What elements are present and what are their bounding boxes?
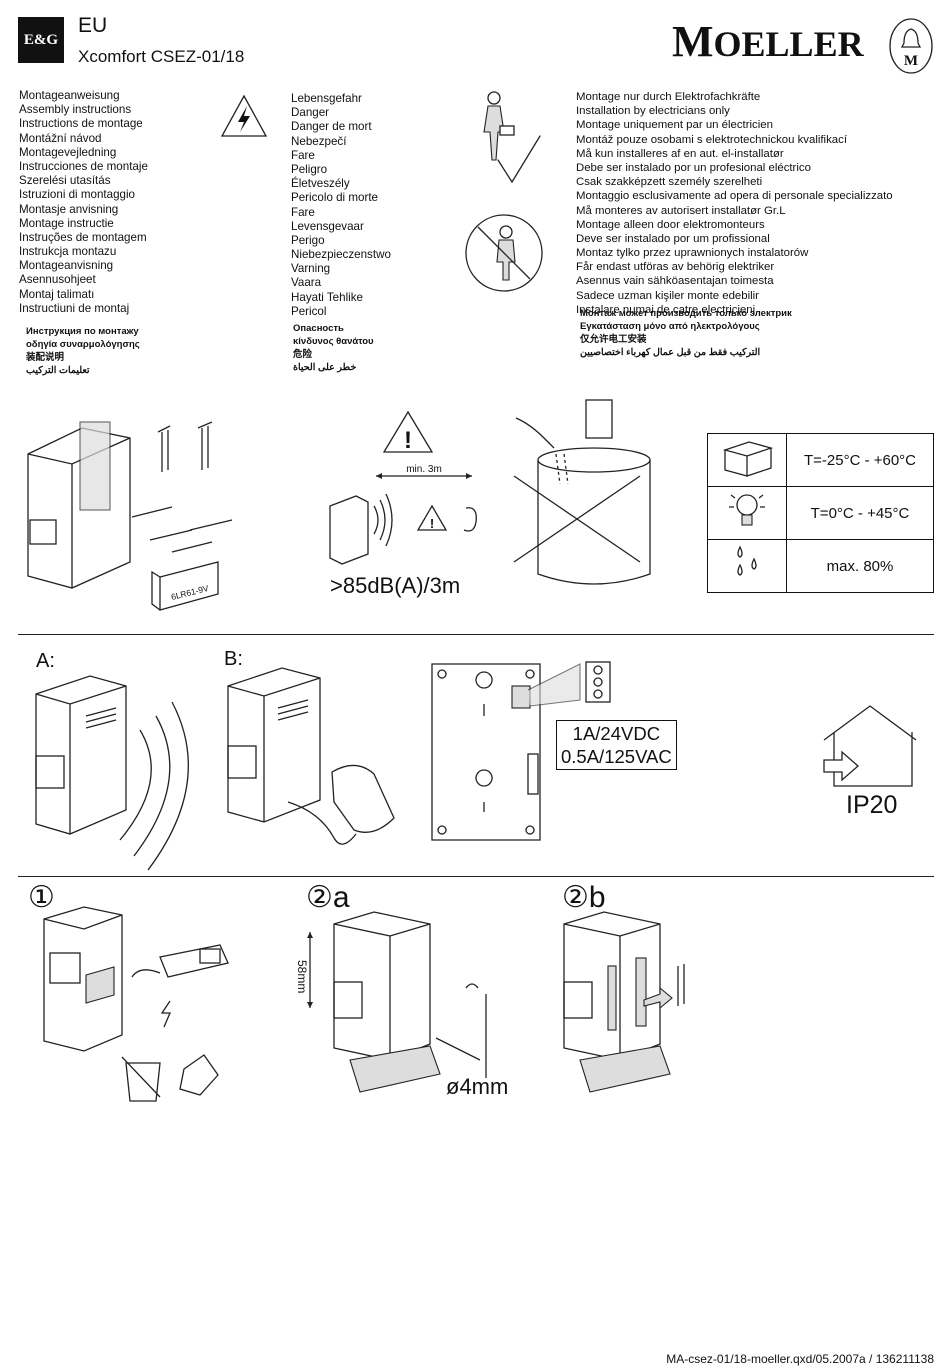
drill-size-label: ø4mm [446, 1074, 509, 1099]
region-label: EU [78, 14, 108, 37]
product-title: Xcomfort CSEZ-01/18 [78, 47, 245, 66]
electrician-only-nonlatin: Монтаж может производить только электрик… [580, 308, 792, 358]
warning-loudness-illustration: ! min. 3m ! [329, 410, 477, 565]
eg-logo: E&G [18, 17, 64, 63]
storage-temperature: T=-25°C - +60°C [786, 433, 934, 487]
electrician-checkmark-icon [483, 91, 541, 184]
loudness-rating: >85dB(A)/3m [330, 573, 461, 598]
svg-text:min. 3m: min. 3m [406, 464, 442, 475]
table-row: max. 80% [707, 539, 934, 593]
no-unqualified-person-icon [465, 214, 543, 292]
dc-rating: 1A/24VDC [572, 723, 661, 744]
variant-a-wireless-device [35, 675, 189, 871]
ip-protection-rating: IP20 [846, 791, 898, 819]
box-temperature-icon [722, 440, 774, 477]
ac-rating: 0.5A/125VAC [561, 746, 672, 767]
no-water-immersion-illustration [513, 399, 651, 585]
svg-text:M: M [904, 53, 918, 69]
step-1-label: ① [28, 881, 55, 914]
package-contents-illustration: 6LR61-9V [27, 421, 233, 611]
moeller-bell-seal-icon: M [889, 18, 933, 74]
svg-text:58mm: 58mm [295, 960, 309, 993]
indoor-house-icon [823, 705, 917, 787]
adhesive-mounting-diagram [563, 911, 685, 1093]
humidity-drops-icon [737, 545, 757, 576]
divider [18, 876, 934, 877]
screw-mounting-diagram: 58mm [295, 911, 487, 1093]
step-2a-label: ②a [306, 881, 350, 914]
battery-insertion-diagram [43, 906, 229, 1102]
svg-text:!: ! [404, 427, 412, 454]
step-2b-label: ②b [562, 881, 606, 914]
electric-hazard-icon [220, 94, 268, 137]
table-row: T=-25°C - +60°C [707, 433, 934, 487]
variant-b-label: B: [224, 648, 243, 670]
contact-rating-box: 1A/24VDC 0.5A/125VAC [556, 720, 677, 770]
variant-a-label: A: [36, 650, 55, 672]
terminal-block-diagram [431, 661, 611, 841]
max-humidity: max. 80% [786, 539, 934, 593]
divider [18, 634, 934, 635]
svg-text:!: ! [430, 516, 434, 531]
table-row: T=0°C - +45°C [707, 486, 934, 540]
moeller-logo: MOELLER [672, 17, 864, 66]
bulb-temperature-icon [729, 493, 765, 526]
environment-conditions-table: T=-25°C - +60°C T=0°C - +45°C max. 80% [707, 433, 934, 593]
operating-temperature: T=0°C - +45°C [786, 486, 934, 540]
variant-b-wired-device [227, 667, 395, 845]
document-reference: MA-csez-01/18-moeller.qxd/05.2007a / 136… [666, 1352, 934, 1366]
